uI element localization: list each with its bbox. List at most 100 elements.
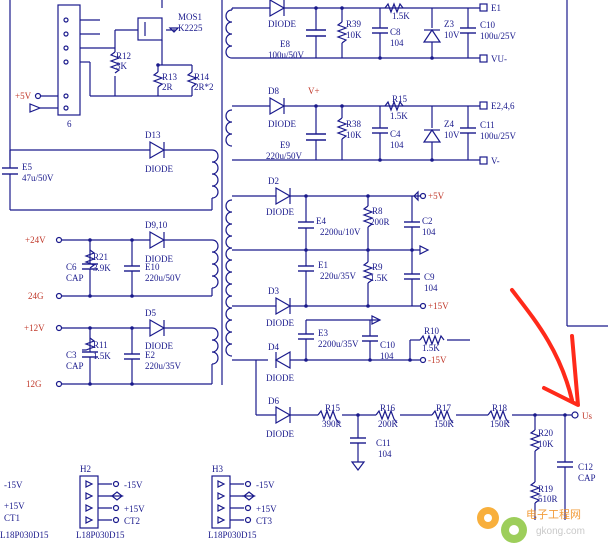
e10-value: 220u/50V: [145, 273, 182, 283]
r9-value: 1.5K: [370, 273, 388, 283]
e8-value: 100u/50V: [268, 50, 305, 60]
r38-label: R38: [346, 119, 362, 129]
h1-pin1: -15V: [4, 480, 23, 490]
e5-label: E5: [22, 162, 32, 172]
e8-label: E8: [280, 39, 290, 49]
r8-value: 200R: [370, 217, 390, 227]
supply-block: D2 DIODE +5V E4 2200u/10V R8 200R C2 104: [232, 176, 470, 383]
c6-type: CAP: [66, 273, 84, 283]
z3-value: 10V: [444, 30, 460, 40]
h3-part: L18P030D15: [208, 530, 257, 540]
c8-value: 104: [390, 38, 404, 48]
r20-value: 10K: [538, 439, 554, 449]
r17-value: 150K: [434, 419, 455, 429]
minus15v-label: -15V: [428, 355, 447, 365]
g12-label: 12G: [26, 379, 42, 389]
d13-section: D13 DIODE E5 47u/50V: [2, 130, 219, 211]
z4-value: 10V: [444, 130, 460, 140]
d5-label: D5: [145, 308, 156, 318]
vplus-label: V+: [308, 86, 320, 96]
e1c-value: 220u/35V: [320, 271, 357, 281]
e2-net-label: E2,4,6: [491, 101, 515, 111]
c8-label: C8: [390, 27, 401, 37]
d4-label: D4: [268, 342, 279, 352]
d3-label: D3: [268, 286, 279, 296]
h3-pin3: +15V: [256, 504, 277, 514]
r19-label: R19: [538, 484, 554, 494]
e3-label: E3: [318, 328, 328, 338]
r11-value: 1.5K: [93, 351, 111, 361]
e3-value: 2200u/35V: [318, 339, 359, 349]
d8-label: D8: [268, 86, 279, 96]
r8-label: R8: [372, 206, 383, 216]
mos1-label: MOS1: [178, 12, 202, 22]
z3-label: Z3: [444, 19, 454, 29]
header-h3: H3 -15V +15V CT3 L18P030D15: [208, 464, 277, 540]
e4-value: 2200u/10V: [320, 227, 361, 237]
d7-type: DIODE: [268, 19, 296, 29]
d13-type: DIODE: [145, 164, 173, 174]
c11b-label: C11: [376, 438, 391, 448]
e4-label: E4: [316, 216, 326, 226]
r39-value: 10K: [346, 30, 362, 40]
c11b-value: 104: [378, 449, 392, 459]
e2-value: 220u/35V: [145, 361, 182, 371]
plus12v-section: +12V D5 DIODE 12G C3 CAP R11 1.5K E2 220…: [24, 308, 219, 389]
r13-value: 2R: [162, 82, 173, 92]
mos1-part-label: K2225: [178, 23, 203, 33]
g24-label: 24G: [28, 291, 44, 301]
c3-type: CAP: [66, 361, 84, 371]
e5-value: 47u/50V: [22, 173, 54, 183]
c10a-label: C10: [480, 20, 496, 30]
c11a-value: 100u/25V: [480, 131, 517, 141]
r39-label: R39: [346, 19, 362, 29]
vplus-section: D8 DIODE V+ E9 220u/50V R38 10K C4 104 R…: [232, 86, 517, 166]
r14-value: 2R*2: [194, 82, 214, 92]
e9-label: E9: [280, 140, 290, 150]
r16-label: R16: [380, 403, 396, 413]
h3-label: H3: [212, 464, 223, 474]
vu-label: VU-: [491, 54, 507, 64]
r12-label: R12: [116, 51, 131, 61]
r15a-label: R15: [392, 94, 408, 104]
c2-label: C2: [422, 216, 433, 226]
watermark-logo: 电子工程网 gkong.com: [477, 507, 585, 543]
c10b-value: 104: [380, 351, 394, 361]
plus24v-section: +24V D9,10 DIODE 24G C6 CAP R21 3.9K E10…: [25, 220, 219, 301]
d5-type: DIODE: [145, 341, 173, 351]
d910-type: DIODE: [145, 254, 173, 264]
red-arrow-annotation: [510, 288, 580, 407]
transformer-secondary: [221, 0, 233, 385]
h2-part: L18P030D15: [76, 530, 125, 540]
plus15v-label: +15V: [428, 301, 449, 311]
r15b-value: 390R: [322, 419, 342, 429]
left-top-section: 6 +5V MOS1 K2225 R12 3K: [9, 0, 214, 160]
r20-label: R20: [538, 428, 554, 438]
z4-label: Z4: [444, 119, 454, 129]
r10-label: R10: [424, 326, 440, 336]
c10b-label: C10: [380, 340, 396, 350]
h3-pin4: CT3: [256, 516, 273, 526]
r21-value: 3.9K: [93, 263, 111, 273]
r11-label: R11: [93, 340, 108, 350]
r13-label: R13: [162, 72, 178, 82]
d4-type: DIODE: [266, 373, 294, 383]
r38-value: 10K: [346, 130, 362, 140]
d8-type: DIODE: [268, 119, 296, 129]
e1-net-label: E1: [491, 3, 501, 13]
r40-value: 1.5K: [392, 11, 410, 21]
d6-type: DIODE: [266, 429, 294, 439]
r18-label: R18: [492, 403, 508, 413]
c2-value: 104: [422, 227, 436, 237]
c11a-label: C11: [480, 120, 495, 130]
c9-value: 104: [424, 283, 438, 293]
r15a-value: 1.5K: [390, 111, 408, 121]
header-h1: -15V +15V CT1 L18P030D15: [0, 480, 49, 540]
r14-label: R14: [194, 72, 210, 82]
c3-label: C3: [66, 350, 77, 360]
us-divider-section: D6 DIODE R15 390R R16 200K R17 150K R18 …: [255, 0, 608, 520]
r17-label: R17: [436, 403, 452, 413]
h2-label: H2: [80, 464, 91, 474]
c4-label: C4: [390, 129, 401, 139]
